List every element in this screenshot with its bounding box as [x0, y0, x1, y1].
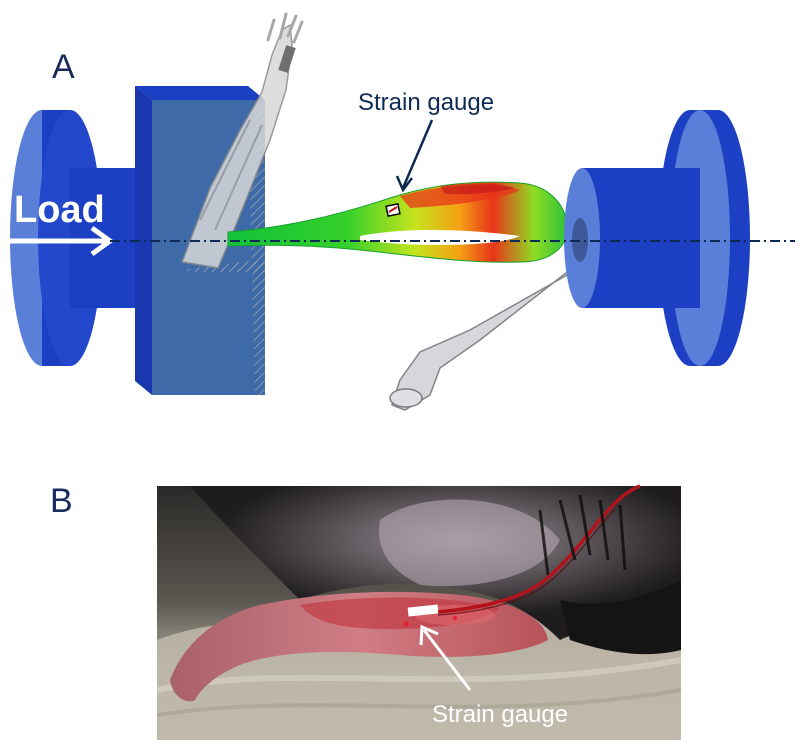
load-label: Load [14, 189, 105, 231]
left-loading-fixture [10, 86, 265, 395]
strain-gauge-arrow-b [422, 629, 472, 691]
panel-a: A Load [8, 12, 795, 411]
strain-gauge-arrowhead-b [419, 624, 439, 646]
bone-gap [360, 230, 520, 245]
strain-gauge-arrow-a [401, 119, 434, 189]
panel-b-label: B [50, 482, 73, 520]
strain-gauge-label-b: Strain gauge [432, 701, 568, 728]
strain-gauge-photo [407, 604, 439, 617]
strain-gauge-arrowhead-a [395, 175, 413, 193]
right-loading-fixture [564, 110, 750, 366]
foot-marker [278, 45, 296, 73]
panel-a-label: A [52, 48, 75, 86]
strain-gauge-label-a: Strain gauge [358, 89, 494, 116]
bone-heatmap [227, 181, 569, 263]
surgical-photo [156, 484, 682, 740]
right-cylinder [582, 168, 700, 308]
plate-top [135, 86, 265, 100]
plate-side [135, 86, 152, 395]
embedding-hatch-bottom [183, 260, 265, 272]
panel-b: B Strain gauge [50, 482, 682, 740]
